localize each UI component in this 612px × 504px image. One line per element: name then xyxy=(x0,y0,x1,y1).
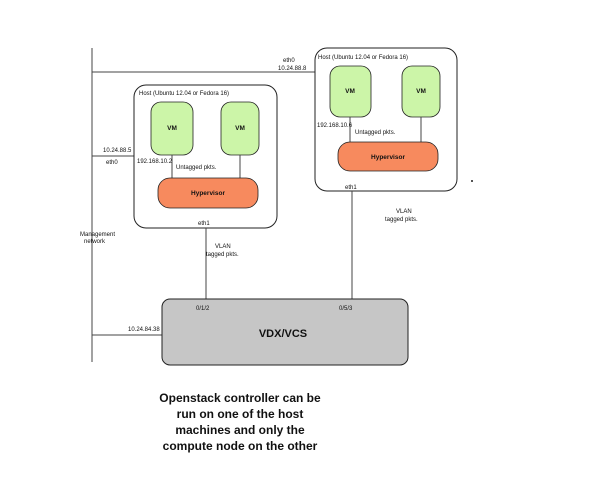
host1-mgmt-ip: 10.24.88.5 xyxy=(103,148,132,154)
host2-vm1-label: VM xyxy=(345,88,355,95)
host1-vlan-label: VLAN xyxy=(215,244,231,250)
host2-vm2-label: VM xyxy=(416,88,426,95)
host2-vlan-label: VLAN xyxy=(396,209,412,215)
host1: Host (Ubuntu 12.04 or Fedora 16) VM VM 1… xyxy=(133,84,278,229)
host2-vm-ip: 192.168.10.6 xyxy=(317,123,353,129)
switch-port-host1: 0/1/2 xyxy=(196,306,210,312)
vdx-switch: VDX/VCS 0/1/2 0/5/3 xyxy=(161,298,409,366)
host2-hypervisor xyxy=(337,141,439,172)
host1-vm-ip: 192.168.10.2 xyxy=(137,159,173,165)
vdx-switch-label: VDX/VCS xyxy=(259,328,307,340)
host1-tagged-label: tagged pkts. xyxy=(206,252,239,258)
caption: Openstack controller can be run on one o… xyxy=(159,391,321,453)
host1-eth0-label: eth0 xyxy=(106,160,118,166)
host2-eth1-label: eth1 xyxy=(345,185,357,191)
host1-vm1-label: VM xyxy=(167,125,177,132)
host2-tagged-label: tagged pkts. xyxy=(385,217,418,223)
stray-mark xyxy=(471,180,473,182)
switch-port-host2: 0/5/3 xyxy=(339,306,353,312)
host2-title: Host (Ubuntu 12.04 or Fedora 16) xyxy=(318,55,408,61)
switch-mgmt-ip: 10.24.84.38 xyxy=(128,327,160,333)
host2: Host (Ubuntu 12.04 or Fedora 16) VM VM 1… xyxy=(314,47,458,192)
host2-mgmt-ip: 10.24.88.8 xyxy=(278,66,307,72)
host2-eth0-label: eth0 xyxy=(283,58,295,64)
host1-hypervisor-label: Hypervisor xyxy=(191,190,225,197)
host1-eth1-label: eth1 xyxy=(198,221,210,227)
management-network-label-1: Management xyxy=(80,232,115,238)
host1-vm2-label: VM xyxy=(235,125,245,132)
host1-untagged-label: Untagged pkts. xyxy=(176,165,217,171)
vdx-switch-box xyxy=(161,298,409,366)
host2-hypervisor-label: Hypervisor xyxy=(371,154,405,161)
host1-hypervisor xyxy=(157,177,259,209)
management-network-label-2: network xyxy=(84,239,106,245)
host2-untagged-label: Untagged pkts. xyxy=(355,130,396,136)
host1-title: Host (Ubuntu 12.04 or Fedora 16) xyxy=(139,91,229,97)
